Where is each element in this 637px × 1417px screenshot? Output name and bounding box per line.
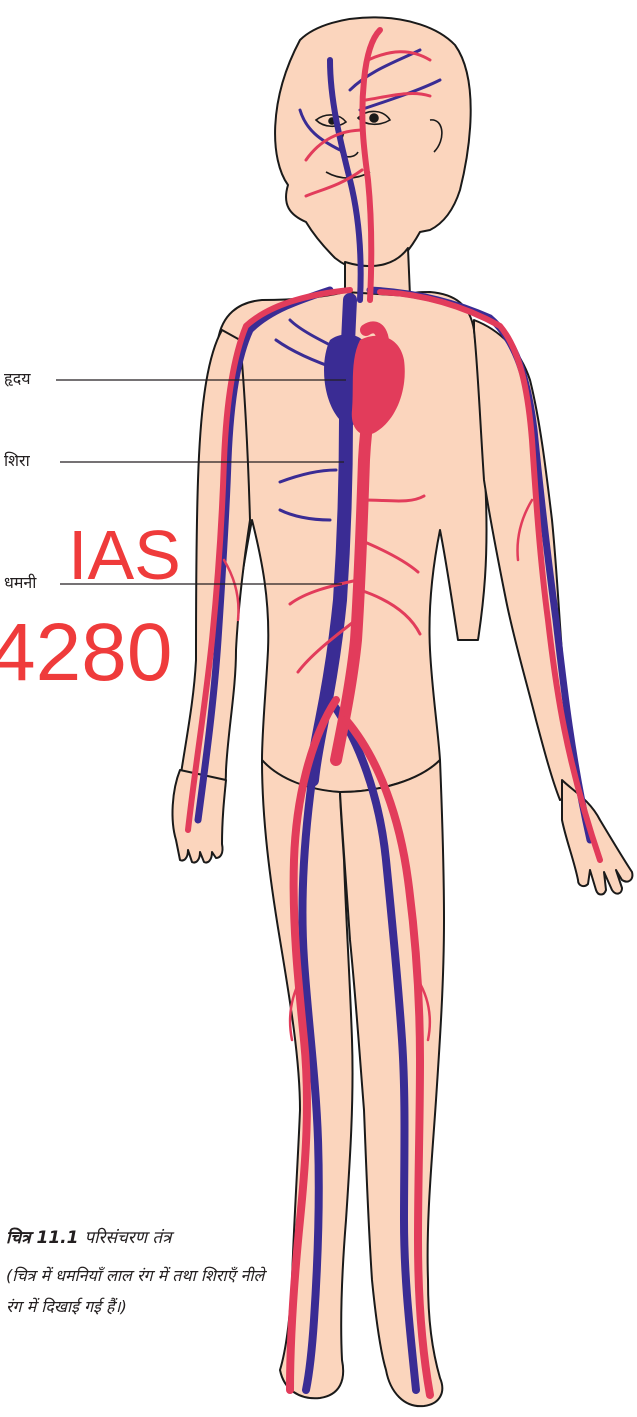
watermark-line-2: 4280 [0,612,172,694]
artery-label: धमनी [4,574,36,592]
figure-caption: चित्र 11.1 परिसंचरण तंत्र (चित्र में धमनि… [6,1226,276,1322]
right-hand [562,780,632,895]
figure-number: चित्र 11.1 [6,1228,78,1248]
right-pupil [370,114,378,122]
caption-title-line: चित्र 11.1 परिसंचरण तंत्र [6,1226,276,1250]
figure-title: परिसंचरण तंत्र [84,1228,171,1248]
vein-label: शिरा [4,452,30,470]
heart-label: हृदय [4,370,31,388]
watermark-line-1: IAS [68,520,181,590]
right-leg [340,760,444,1406]
figure-note: (चित्र में धमनियाँ लाल रंग में तथा शिराए… [6,1260,276,1322]
